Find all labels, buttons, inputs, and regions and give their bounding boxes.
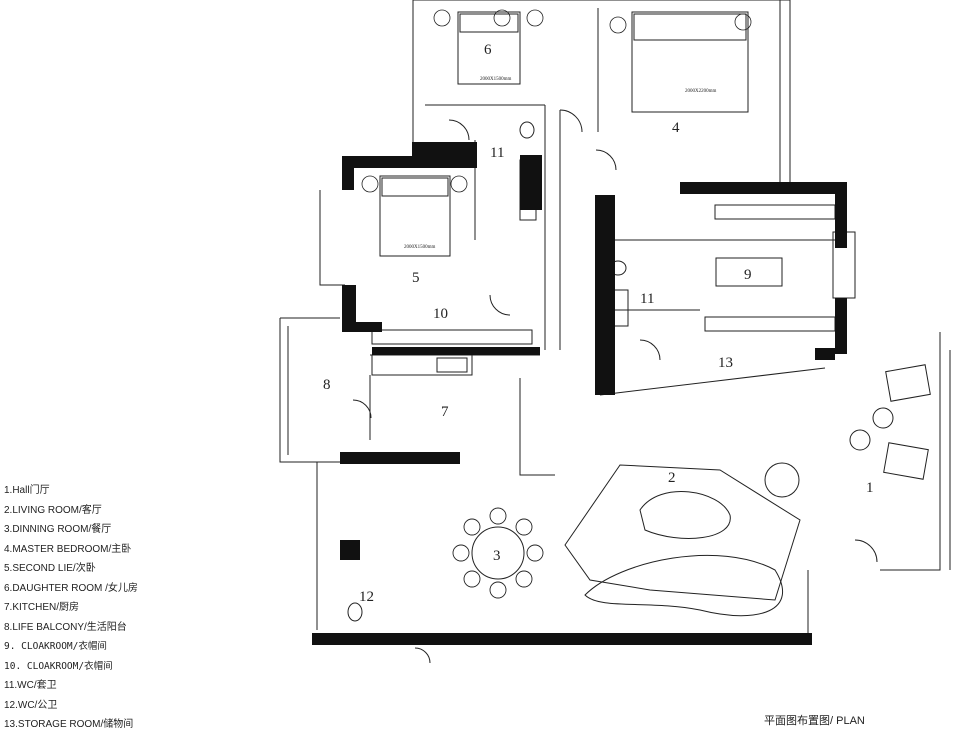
room-number-2: 2 [668, 470, 676, 486]
room-number-6: 6 [484, 42, 492, 58]
legend-item: 4.MASTER BEDROOM/主卧 [4, 543, 132, 555]
room-legend: 1.Hall门厅 2.LIVING ROOM/客厅 3.DINNING ROOM… [4, 481, 138, 735]
legend-item: 5.SECOND LIE/次卧 [4, 563, 96, 574]
bed-dim-daughter: 2000X1500mm [480, 77, 512, 82]
room-number-7: 7 [441, 404, 449, 420]
room-number-10: 10 [433, 306, 448, 322]
room-number-5: 5 [412, 270, 420, 286]
room-number-4: 4 [672, 120, 680, 136]
legend-item: 6.DAUGHTER ROOM /女儿房 [4, 582, 138, 594]
room-number-1: 1 [866, 480, 874, 496]
room-number-13: 13 [718, 355, 733, 371]
bed-dim-second: 2000X1500mm [404, 245, 436, 250]
legend-item: 3.DINNING ROOM/餐厅 [4, 524, 112, 535]
legend-item: 12.WC/公卫 [4, 699, 58, 711]
legend-item: 13.STORAGE ROOM/储物间 [4, 719, 134, 730]
bed-dim-master: 2000X2200mm [685, 89, 717, 94]
legend-item: 8.LIFE BALCONY/生活阳台 [4, 621, 127, 633]
room-number-11-upper: 11 [490, 145, 504, 161]
legend-item: 7.KITCHEN/厨房 [4, 602, 80, 613]
legend-item: 9. CLOAKROOM/衣帽间 [4, 641, 107, 652]
room-number-11-lower: 11 [640, 291, 654, 307]
legend-item: 10. CLOAKROOM/衣帽间 [4, 660, 113, 672]
legend-item: 11.WC/套卫 [4, 680, 57, 691]
legend-item: 2.LIVING ROOM/客厅 [4, 504, 102, 516]
room-number-3: 3 [493, 548, 501, 564]
room-number-8: 8 [323, 377, 331, 393]
plan-caption: 平面图布置图/ PLAN [764, 715, 865, 727]
room-number-12: 12 [359, 589, 374, 605]
legend-item: 1.Hall门厅 [4, 485, 50, 496]
room-number-9: 9 [744, 267, 752, 283]
